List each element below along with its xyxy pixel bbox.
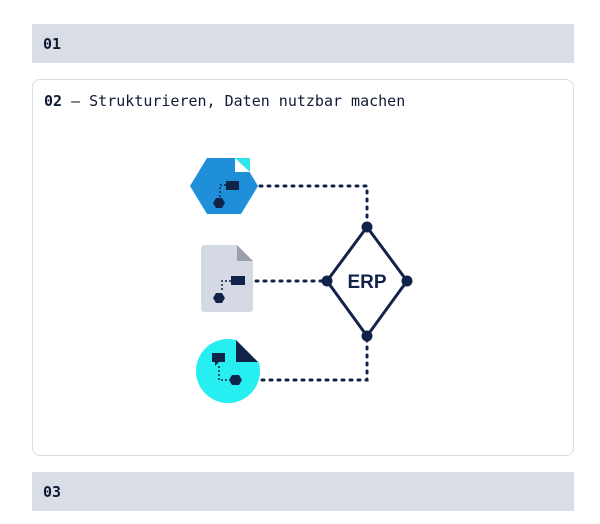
section-01-header[interactable]: 01 [32, 24, 574, 63]
circle-source-icon [196, 339, 260, 403]
section-02-separator: – [62, 92, 90, 110]
section-03-header[interactable]: 03 [32, 472, 574, 511]
section-03-number: 03 [43, 482, 62, 501]
section-02-number: 02 [44, 92, 63, 110]
hexagon-source-icon [190, 158, 258, 214]
erp-node-top [361, 221, 373, 233]
document-corner-fold [237, 245, 253, 261]
connector-lines [246, 184, 369, 382]
hexagon-node-hex [213, 198, 225, 208]
erp-node-right [401, 275, 413, 287]
connector-hexagon-to-erp [258, 184, 369, 229]
connector-circle-to-erp [260, 334, 369, 382]
document-node-square [231, 276, 245, 285]
hexagon-node-square [226, 181, 239, 190]
section-01-number: 01 [43, 34, 62, 53]
circle-node-link [218, 366, 229, 381]
erp-node-left [321, 275, 333, 287]
document-shape [201, 245, 253, 312]
hexagon-corner-cut [235, 158, 250, 172]
circle-corner-fold [236, 340, 258, 362]
circle-node-chat [212, 353, 225, 366]
document-node-hex [213, 293, 225, 303]
section-02-panel: 02 – Strukturieren, Daten nutzbar machen [32, 79, 574, 456]
erp-label: ERP [347, 272, 386, 293]
section-02-title-text: Strukturieren, Daten nutzbar machen [89, 92, 406, 110]
hexagon-node-link [219, 184, 226, 197]
erp-node-bottom [361, 330, 373, 342]
document-node-link [221, 280, 231, 292]
section-02-title: 02 – Strukturieren, Daten nutzbar machen [44, 92, 405, 110]
erp-hub: ERP [321, 221, 413, 342]
document-source-icon [201, 245, 253, 312]
circle-node-hex [229, 375, 242, 385]
